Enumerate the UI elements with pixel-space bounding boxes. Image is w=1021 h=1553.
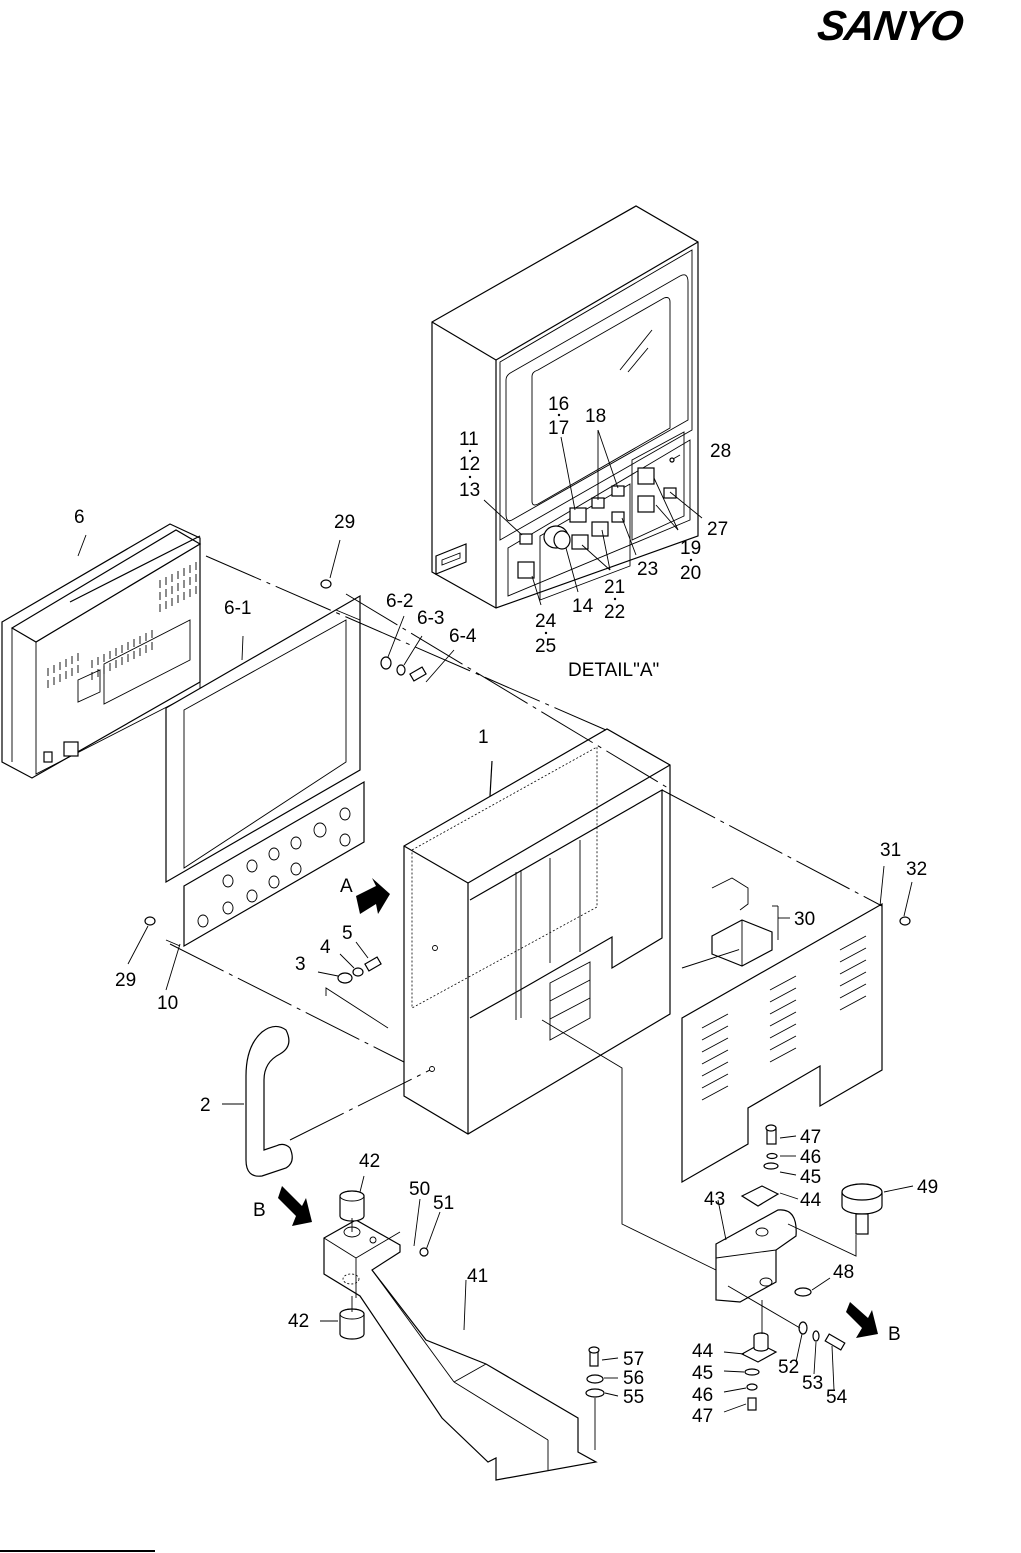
callout-18: 18 [585, 406, 606, 427]
callout-10: 10 [157, 993, 178, 1014]
screw-set-55-57 [586, 1347, 618, 1450]
callout-21: 21 [604, 577, 625, 598]
detail-a-caption: DETAIL"A" [568, 660, 659, 681]
callout-49: 49 [917, 1177, 938, 1198]
callout-46-bottom: 46 [692, 1385, 713, 1406]
view-label-b-right: B [888, 1324, 901, 1345]
callout-5: 5 [342, 923, 353, 944]
callout-52: 52 [778, 1357, 799, 1378]
callout-41: 41 [467, 1266, 488, 1287]
callout-23: 23 [637, 559, 658, 580]
callout-13: 13 [459, 480, 480, 501]
power-inlet-icon [64, 742, 78, 756]
callout-11: 11 [459, 429, 479, 450]
callout-54: 54 [826, 1387, 848, 1408]
callout-43: 43 [704, 1189, 725, 1210]
cabinet-part-1 [404, 729, 670, 1134]
callout-22: 22 [604, 602, 625, 623]
callout-2: 2 [200, 1095, 211, 1116]
callout-29-top: 29 [334, 512, 355, 533]
callout-42-top: 42 [359, 1151, 380, 1172]
callout-48: 48 [833, 1262, 854, 1283]
callout-44-bottom: 44 [692, 1341, 714, 1362]
callout-20: 20 [680, 563, 701, 584]
connector-part-30 [712, 878, 790, 966]
callout-6-4: 6-4 [449, 626, 477, 647]
callout-16: 16 [548, 394, 569, 415]
screw-icon [900, 917, 910, 925]
screw-icon [321, 580, 331, 588]
callout-6-3: 6-3 [417, 608, 444, 629]
callout-19: 19 [680, 538, 701, 559]
callout-24: 24 [535, 611, 557, 632]
view-arrow-b-left [278, 1186, 312, 1226]
callout-32: 32 [906, 859, 927, 880]
button-icon [520, 534, 532, 544]
callout-30: 30 [794, 909, 815, 930]
screw-icon [145, 917, 155, 925]
callout-47-top: 47 [800, 1127, 821, 1148]
callout-25: 25 [535, 636, 556, 657]
callout-27: 27 [707, 519, 728, 540]
arm-part-41 [324, 1220, 596, 1480]
callout-29-bottom: 29 [115, 970, 136, 991]
callout-44-top: 44 [800, 1190, 822, 1211]
callout-45-top: 45 [800, 1167, 821, 1188]
callout-57: 57 [623, 1349, 644, 1370]
view-arrow-b-right [846, 1302, 878, 1338]
callout-6-2: 6-2 [386, 591, 413, 612]
callout-31: 31 [880, 840, 901, 861]
callout-42-bottom: 42 [288, 1311, 309, 1332]
callout-28: 28 [710, 441, 731, 462]
callout-56: 56 [623, 1368, 644, 1389]
callout-3: 3 [295, 954, 306, 975]
callout-51: 51 [433, 1193, 454, 1214]
callout-47-bottom: 47 [692, 1406, 713, 1427]
callout-53: 53 [802, 1373, 823, 1394]
handle-part-2 [222, 1026, 292, 1176]
callout-6: 6 [74, 507, 85, 528]
callout-6-1: 6-1 [224, 598, 251, 619]
callout-45-bottom: 45 [692, 1363, 713, 1384]
view-arrow-a [356, 878, 390, 914]
callout-4: 4 [320, 937, 331, 958]
callout-17: 17 [548, 418, 569, 439]
power-switch-icon [44, 752, 52, 762]
view-label-a: A [340, 876, 353, 897]
callout-1: 1 [478, 727, 489, 748]
button-icon [518, 562, 534, 578]
callout-50: 50 [409, 1179, 430, 1200]
callout-46-top: 46 [800, 1147, 821, 1168]
callout-12: 12 [459, 454, 480, 475]
view-label-b-left: B [253, 1200, 266, 1221]
callout-55: 55 [623, 1387, 644, 1408]
footer-rule [0, 1550, 155, 1552]
callout-14: 14 [572, 596, 594, 617]
